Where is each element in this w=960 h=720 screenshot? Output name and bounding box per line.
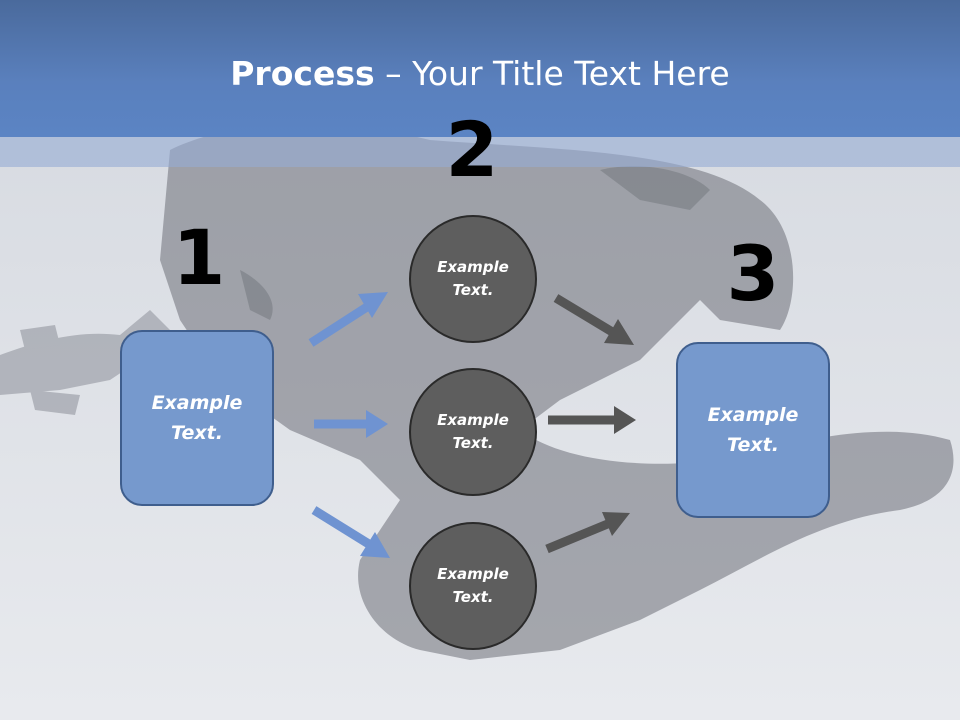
arrow-circle-middle-to-3 [548, 406, 636, 434]
slide-title-bold: Process [230, 54, 375, 93]
circle-middle-label: Example Text. [437, 411, 509, 452]
arrow-circle-top-to-3 [553, 294, 634, 345]
arrow-1-to-circle-bottom [311, 506, 390, 558]
step-3-label: Example Text. [707, 404, 799, 456]
slide-title: Process – Your Title Text Here [0, 52, 960, 96]
step-3-box: Example Text. [676, 342, 830, 518]
arrow-1-to-circle-middle [314, 410, 388, 438]
circle-bottom: Example Text. [409, 522, 537, 650]
circle-middle: Example Text. [409, 368, 537, 496]
arrow-circle-bottom-to-3 [545, 512, 630, 554]
circle-top-label: Example Text. [437, 258, 509, 299]
title-bar-band [0, 137, 960, 167]
arrow-1-to-circle-top [308, 292, 388, 347]
step-number-1: 1 [172, 213, 226, 302]
title-bar [0, 0, 960, 137]
circle-top: Example Text. [409, 215, 537, 343]
step-number-2: 2 [445, 105, 499, 194]
step-number-3: 3 [726, 229, 780, 318]
circle-bottom-label: Example Text. [437, 565, 509, 606]
step-1-label: Example Text. [151, 392, 243, 444]
slide-title-rest: – Your Title Text Here [374, 54, 730, 93]
step-1-box: Example Text. [120, 330, 274, 506]
